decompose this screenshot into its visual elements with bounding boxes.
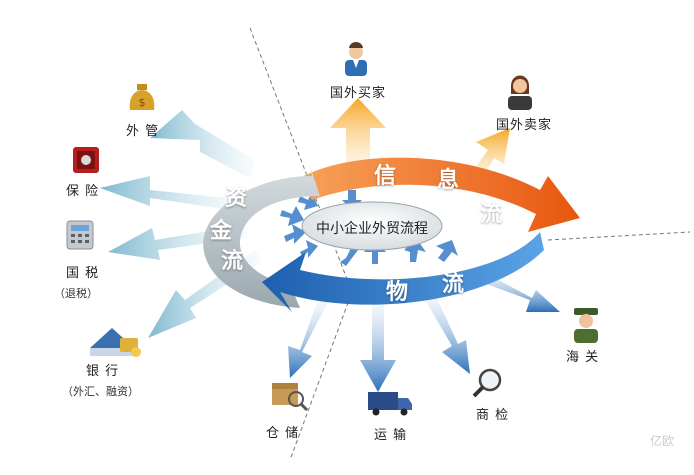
info-flow-char-1: 信 bbox=[374, 163, 397, 189]
transport-label: 运 输 bbox=[374, 428, 408, 443]
info-flow-band bbox=[300, 157, 580, 232]
logistics-flow-char-2: 流 bbox=[442, 271, 465, 297]
divider-dashed-right bbox=[547, 231, 691, 241]
logistics-flow-char-1: 物 bbox=[386, 279, 409, 305]
customs-label: 海 关 bbox=[566, 350, 600, 365]
logistics-flow-band bbox=[262, 232, 544, 312]
magnifier-icon bbox=[472, 368, 502, 398]
warehouse-box-icon bbox=[272, 383, 309, 412]
customs-officer-icon bbox=[574, 308, 598, 343]
info-flow-char-3: 流 bbox=[480, 201, 503, 227]
safe-icon bbox=[73, 147, 99, 173]
svg-text:$: $ bbox=[139, 96, 146, 109]
tax-label: 国 税 bbox=[66, 266, 100, 281]
bank-sub-label: （外汇、融资） bbox=[62, 385, 139, 398]
foreign-seller-label: 国外卖家 bbox=[496, 118, 553, 133]
bank-label: 银 行 bbox=[86, 364, 120, 379]
insurance-label: 保 险 bbox=[66, 184, 100, 199]
truck-icon bbox=[368, 392, 412, 416]
warehouse-label: 仓 储 bbox=[266, 426, 300, 441]
info-flow-char-2: 息 bbox=[437, 167, 460, 193]
person-icon bbox=[345, 42, 367, 76]
calculator-icon bbox=[66, 220, 94, 250]
forex-label: 外 管 bbox=[126, 124, 160, 139]
capital-flow-char-1: 资 bbox=[225, 185, 248, 211]
center-disc bbox=[301, 201, 443, 251]
capital-flow-band bbox=[203, 166, 320, 308]
center-label: 中小企业外贸流程 bbox=[316, 221, 428, 237]
inspection-label: 商 检 bbox=[476, 408, 510, 423]
tax-sub-label: （退税） bbox=[54, 287, 98, 300]
watermark: 亿欧 bbox=[650, 434, 675, 448]
money-bag-icon: $ bbox=[129, 84, 155, 110]
capital-flow-char-3: 流 bbox=[221, 248, 244, 274]
person-icon bbox=[508, 75, 532, 110]
capital-flow-char-2: 金 bbox=[210, 218, 233, 244]
foreign-buyer-label: 国外买家 bbox=[330, 86, 387, 101]
bank-card-icon bbox=[90, 328, 141, 357]
